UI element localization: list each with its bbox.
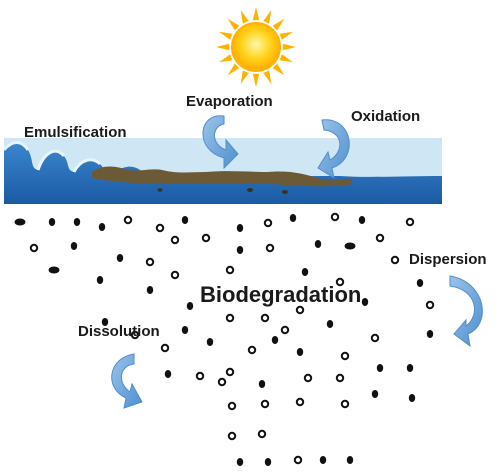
droplet-ring [225, 265, 235, 275]
droplet-solid [416, 279, 424, 287]
droplet-ring [227, 431, 237, 441]
droplet-ring [303, 373, 313, 383]
oxidation-label: Oxidation [351, 108, 421, 125]
droplet-solid [98, 223, 106, 231]
droplet-solid [271, 336, 279, 344]
biodegradation-label: Biodegradation [200, 282, 362, 307]
droplet-ring [335, 277, 345, 287]
sun-icon [216, 7, 296, 87]
sea-surface [2, 138, 442, 204]
oil-droplets [14, 212, 435, 466]
droplet-ring [405, 217, 415, 227]
droplet-solid [326, 320, 334, 328]
droplet-solid [146, 286, 154, 294]
droplet-solid [301, 268, 309, 276]
droplet-ring [29, 243, 39, 253]
droplet-ring [201, 233, 211, 243]
droplet-ring [330, 212, 340, 222]
droplet-blob [48, 266, 60, 274]
droplet-solid [289, 214, 297, 222]
droplet-ring [227, 401, 237, 411]
droplet-solid [116, 254, 124, 262]
droplet-ring [225, 367, 235, 377]
droplet-solid [264, 458, 272, 466]
droplet-ring [425, 300, 435, 310]
droplet-solid [236, 224, 244, 232]
droplet-ring [160, 343, 170, 353]
droplet-solid [371, 390, 379, 398]
droplet-ring [260, 399, 270, 409]
dispersion-label: Dispersion [409, 251, 487, 268]
droplet-solid [101, 318, 109, 326]
droplet-ring [195, 371, 205, 381]
droplet-ring [170, 270, 180, 280]
droplet-ring [335, 373, 345, 383]
droplet-ring [170, 235, 180, 245]
emulsification-label: Emulsification [24, 124, 127, 141]
droplet-solid [358, 216, 366, 224]
droplet-ring [375, 233, 385, 243]
droplet-solid [408, 394, 416, 402]
droplet-ring [370, 333, 380, 343]
droplet-ring [280, 325, 290, 335]
droplet-solid [186, 302, 194, 310]
oil-slick [92, 166, 352, 187]
droplet-solid [206, 338, 214, 346]
droplet-solid [48, 218, 56, 226]
droplet-ring [340, 399, 350, 409]
dissolution-arrow [111, 353, 143, 409]
droplet-ring [155, 223, 165, 233]
droplet-ring [265, 243, 275, 253]
droplet-ring [260, 313, 270, 323]
droplet-ring [145, 257, 155, 267]
dispersion-arrow [449, 275, 483, 348]
evaporation-label: Evaporation [186, 93, 273, 110]
droplet-ring [247, 345, 257, 355]
droplet-blob [14, 218, 26, 226]
droplet-solid [319, 456, 327, 464]
droplet-solid [361, 298, 369, 306]
droplet-blob [344, 242, 356, 250]
evaporation-arrow [202, 115, 239, 170]
droplet-ring [217, 377, 227, 387]
droplet-solid [258, 380, 266, 388]
droplet-ring [295, 397, 305, 407]
dissolution-label: Dissolution [78, 323, 160, 340]
droplet-ring [257, 429, 267, 439]
droplet-solid [164, 370, 172, 378]
oxidation-arrow [317, 119, 350, 180]
droplet-solid [376, 364, 384, 372]
droplet-ring [293, 455, 303, 465]
ocean-water [4, 142, 442, 204]
droplet-ring [123, 215, 133, 225]
droplet-ring [295, 305, 305, 315]
droplet-solid [236, 458, 244, 466]
droplet-ring [130, 330, 140, 340]
droplet-ring [390, 255, 400, 265]
droplet-solid [181, 216, 189, 224]
droplet-solid [73, 218, 81, 226]
droplet-ring [263, 218, 273, 228]
droplet-solid [406, 364, 414, 372]
droplet-solid [70, 242, 78, 250]
droplet-solid [346, 456, 354, 464]
droplet-solid [314, 240, 322, 248]
droplet-solid [296, 348, 304, 356]
droplet-ring [225, 313, 235, 323]
droplet-solid [96, 276, 104, 284]
droplet-solid [181, 326, 189, 334]
droplet-solid [236, 246, 244, 254]
droplet-solid [426, 330, 434, 338]
droplet-ring [340, 351, 350, 361]
